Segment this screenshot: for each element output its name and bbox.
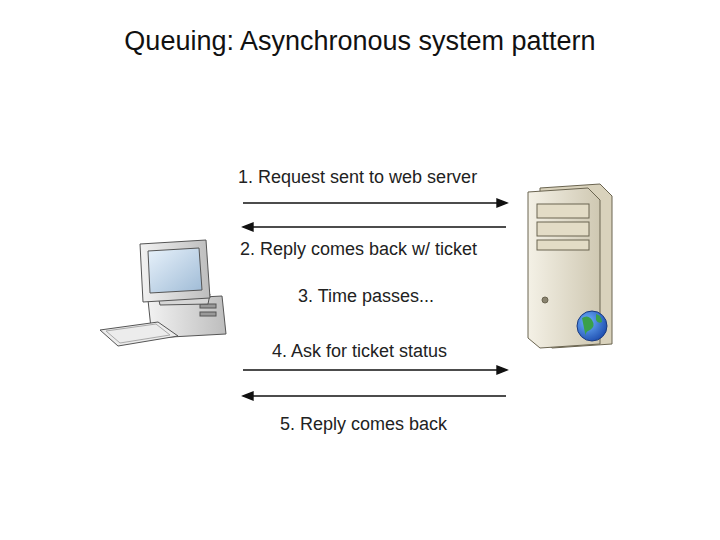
drive-bay (537, 222, 589, 236)
slide-title: Queuing: Asynchronous system pattern (0, 26, 720, 57)
step-label: 3. Time passes... (298, 286, 434, 307)
arrow-head (497, 366, 507, 374)
arrow-line (243, 369, 500, 370)
web-server (528, 184, 612, 348)
message-arrows (243, 199, 507, 400)
step-label: 1. Request sent to web server (238, 167, 477, 188)
step-label: 5. Reply comes back (280, 414, 447, 435)
arrow-line (243, 202, 500, 203)
drive-bay (537, 204, 589, 218)
server-tower (528, 188, 600, 348)
arrow-head (243, 223, 253, 231)
client-computer (100, 240, 226, 346)
step-label: 4. Ask for ticket status (272, 341, 447, 362)
keyboard-keys (106, 324, 170, 343)
monitor-screen (148, 248, 202, 293)
drive-slot (200, 312, 216, 316)
globe-icon (577, 311, 607, 341)
power-button (542, 297, 548, 303)
arrow-line (250, 226, 506, 227)
drive-bay (537, 240, 589, 250)
step-label: 2. Reply comes back w/ ticket (240, 239, 477, 260)
keyboard (100, 322, 178, 346)
globe-land (596, 314, 602, 323)
arrow-head (497, 199, 507, 207)
arrow-line (250, 395, 506, 396)
arrow-head (243, 392, 253, 400)
monitor (140, 240, 210, 302)
globe-land (582, 316, 594, 338)
